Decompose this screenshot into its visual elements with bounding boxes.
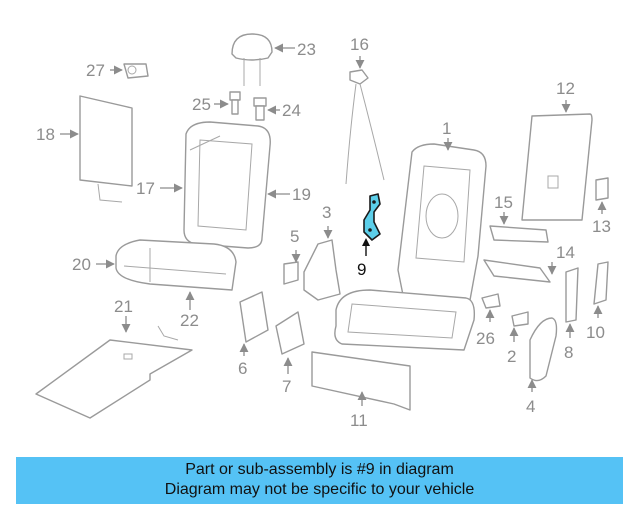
callout-14: 14 (556, 243, 575, 262)
callout-4: 4 (526, 397, 535, 416)
part-8-rail[interactable] (565, 267, 579, 323)
callout-17: 17 (136, 179, 155, 198)
part-18-back-panel[interactable] (79, 95, 133, 203)
part-24-guide[interactable] (253, 97, 267, 121)
callout-3: 3 (322, 203, 331, 222)
part-27-clip[interactable] (123, 63, 149, 79)
part-5-clip[interactable] (283, 261, 299, 285)
part-26-cap[interactable] (481, 293, 501, 309)
callout-25: 25 (192, 95, 211, 114)
part-14-rail[interactable] (483, 259, 551, 283)
part-16-cable[interactable] (345, 69, 385, 185)
callout-18: 18 (36, 125, 55, 144)
callout-5: 5 (290, 227, 299, 246)
callout-6: 6 (238, 359, 247, 378)
callout-24: 24 (282, 101, 301, 120)
part-3-side-bracket[interactable] (303, 239, 341, 301)
part-25-guide[interactable] (229, 91, 241, 115)
part-21-floor-panel[interactable] (35, 325, 193, 419)
callout-1: 1 (442, 119, 451, 138)
callout-19: 19 (292, 185, 311, 204)
callout-20: 20 (72, 255, 91, 274)
part-23-headrest[interactable] (231, 33, 273, 86)
part-4-cover[interactable] (529, 317, 558, 382)
callout-9: 9 (357, 260, 366, 279)
part-2-clip[interactable] (511, 311, 529, 327)
part-15-rail[interactable] (489, 225, 549, 243)
part-10-rail[interactable] (593, 261, 609, 305)
callout-13: 13 (592, 217, 611, 236)
callout-26: 26 (476, 329, 495, 348)
part-11-trim[interactable] (311, 351, 411, 411)
callout-11: 11 (350, 411, 368, 430)
callout-2: 2 (507, 347, 516, 366)
callout-21: 21 (114, 297, 133, 316)
callout-7: 7 (282, 377, 291, 396)
part-20-cushion[interactable] (115, 239, 237, 291)
part-6-panel[interactable] (239, 291, 269, 343)
info-banner: Part or sub-assembly is #9 in diagram Di… (16, 457, 623, 504)
part-1-seat-frame[interactable] (334, 143, 487, 351)
banner-line-2: Diagram may not be specific to your vehi… (164, 481, 475, 498)
part-13-latch[interactable] (595, 177, 609, 201)
part-7-panel[interactable] (275, 311, 305, 355)
callout-23: 23 (297, 40, 316, 59)
callout-22: 22 (180, 311, 199, 330)
callout-15: 15 (494, 193, 513, 212)
part-17-19-seat-back[interactable] (183, 121, 271, 249)
callout-16: 16 (350, 35, 369, 54)
part-12-back-panel[interactable] (521, 113, 593, 221)
banner-line-1: Part or sub-assembly is #9 in diagram (185, 461, 454, 478)
callout-12: 12 (556, 79, 575, 98)
callout-10: 10 (586, 323, 605, 342)
callout-27: 27 (86, 61, 105, 80)
part-9-bracket[interactable] (363, 193, 381, 241)
callout-8: 8 (564, 343, 573, 362)
